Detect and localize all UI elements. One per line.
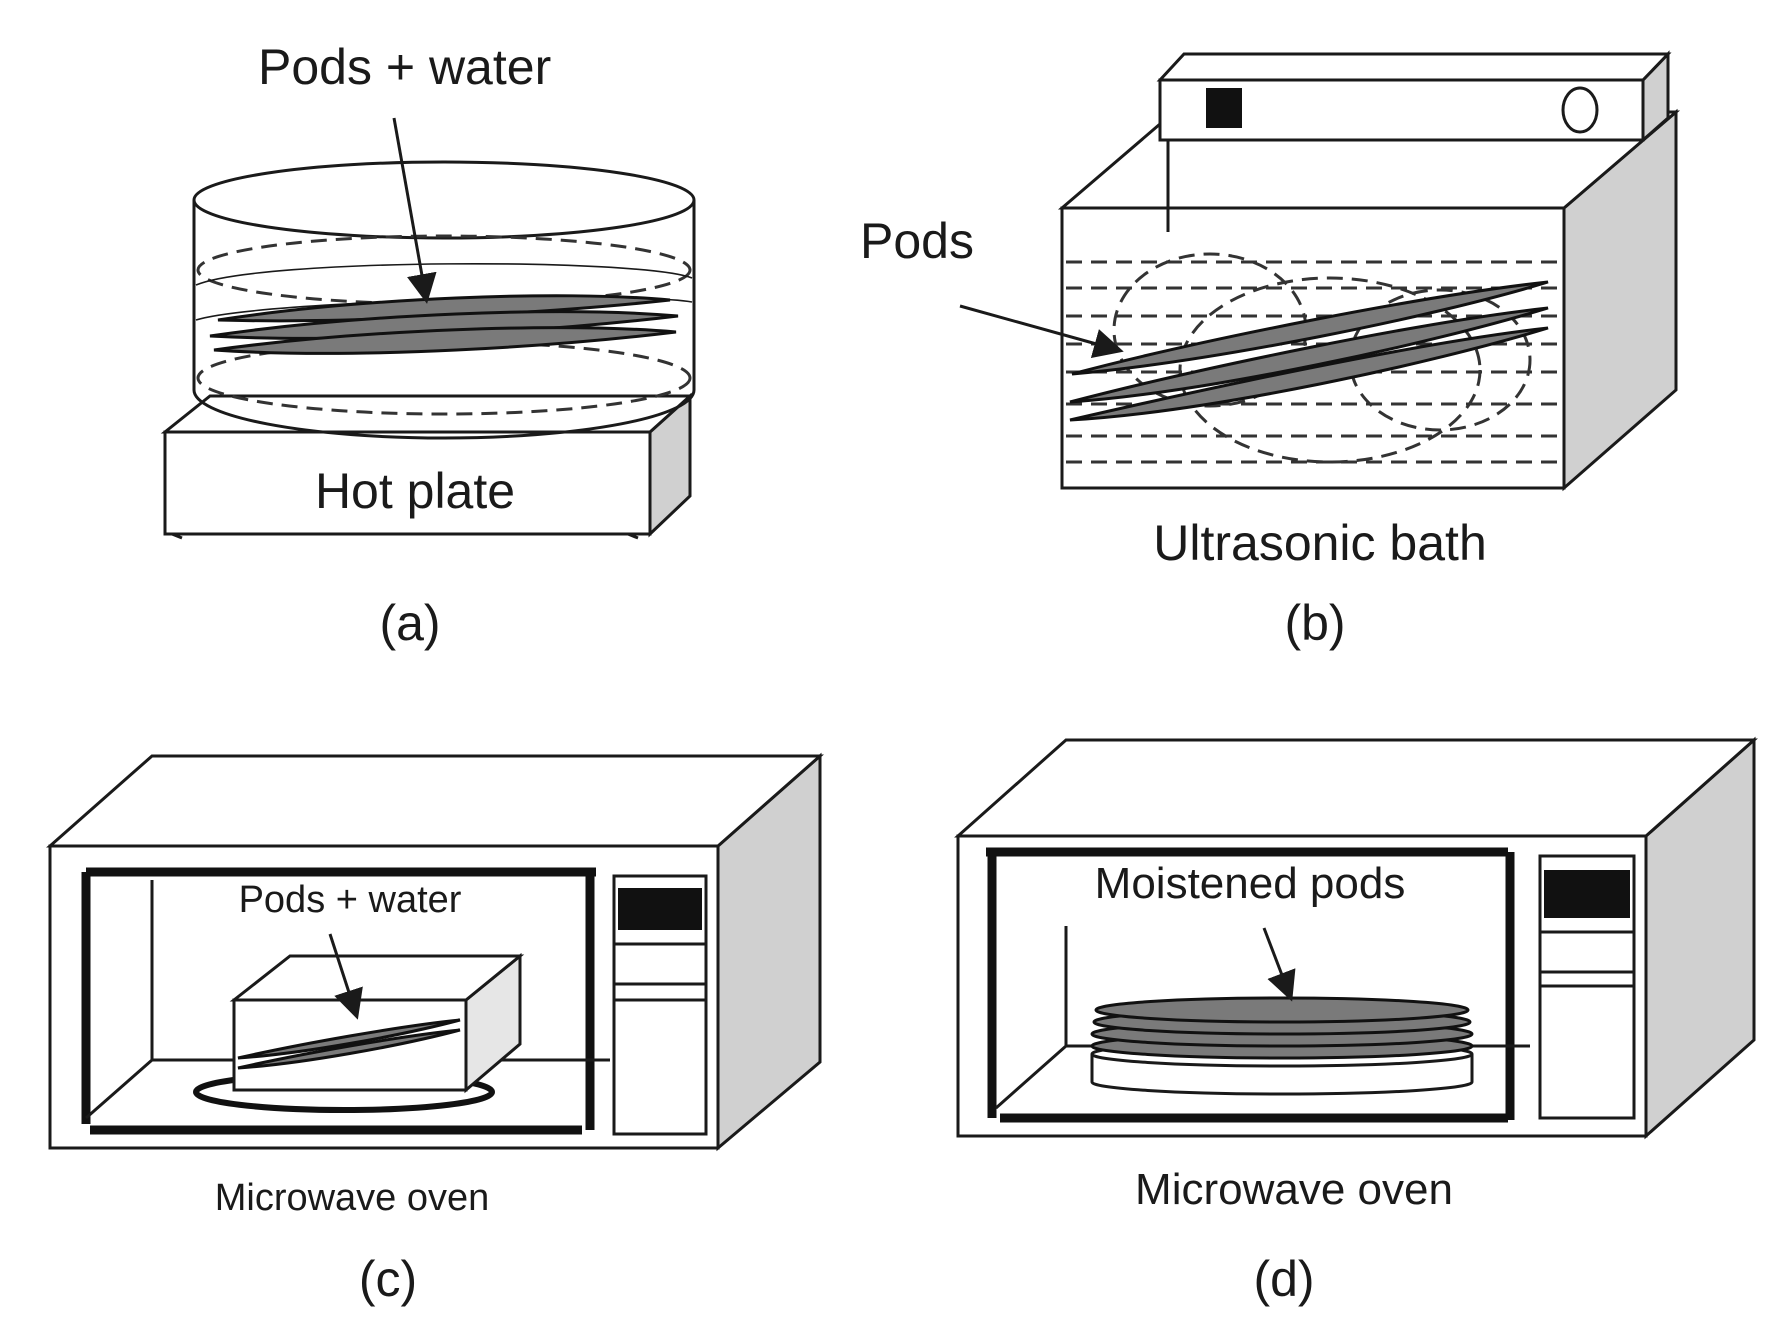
- pointer-arrow: [959, 304, 1124, 359]
- microwave-oven: [954, 736, 1758, 1140]
- device-label: Microwave oven: [215, 1177, 490, 1219]
- pointer-arrow: [1262, 927, 1296, 1002]
- control-panel: [1156, 50, 1672, 232]
- pointer-label: Pods + water: [239, 879, 462, 921]
- pointer-label: Pods: [860, 213, 974, 269]
- pointer-arrow: [328, 933, 363, 1020]
- panel-caption: (d): [1253, 1251, 1314, 1307]
- panel-caption: (c): [359, 1251, 417, 1307]
- pods-stack: [209, 294, 679, 355]
- hot-plate: [160, 392, 694, 540]
- knob[interactable]: [1561, 86, 1599, 134]
- pods-stack: [1069, 280, 1549, 422]
- display-indicator: [1206, 88, 1242, 128]
- ultrasonic-bath: [1057, 50, 1681, 492]
- panel-caption: (a): [379, 595, 440, 651]
- control-panel: [612, 874, 708, 1136]
- device-label: Microwave oven: [1135, 1165, 1453, 1214]
- panel-a: Pods + water Hot plate (a): [160, 39, 696, 651]
- panel-b: Pods Ultrasonic bath (b): [860, 50, 1681, 651]
- display-indicator: [1544, 870, 1630, 918]
- display-indicator: [618, 888, 702, 930]
- pointer-label: Pods + water: [258, 39, 551, 95]
- control-panel: [1538, 854, 1636, 1120]
- panel-caption: (b): [1284, 595, 1345, 651]
- pods-stack: [1090, 996, 1474, 1060]
- pointer-label: Moistened pods: [1095, 859, 1406, 908]
- pods-stack: [237, 1018, 461, 1070]
- device-label: Ultrasonic bath: [1153, 515, 1487, 571]
- device-label: Hot plate: [315, 463, 515, 519]
- panel-d: Moistened pods Microwave oven (d): [954, 736, 1758, 1307]
- beaker: [192, 160, 696, 440]
- panel-c: Pods + water Microwave oven (c): [46, 752, 824, 1307]
- container-box: [229, 952, 525, 1094]
- pointer-arrow: [392, 117, 437, 304]
- microwave-oven: [46, 752, 824, 1152]
